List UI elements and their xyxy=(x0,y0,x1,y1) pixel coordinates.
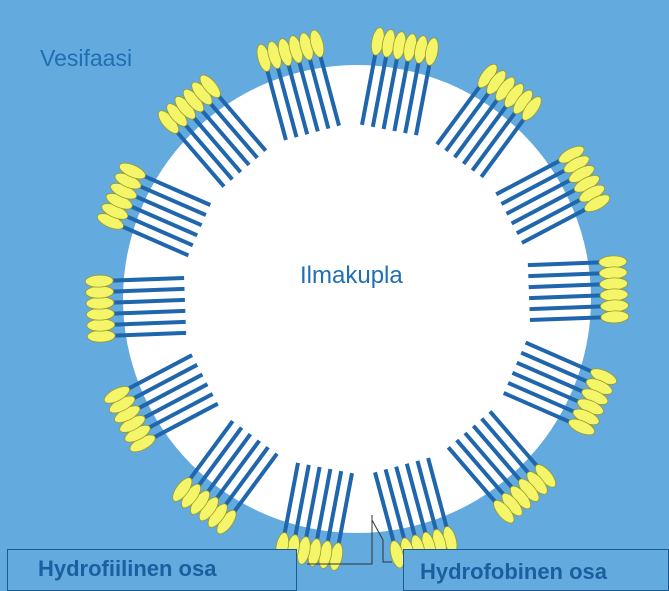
hydrophobic-tail xyxy=(528,262,600,265)
air-bubble-label: Ilmakupla xyxy=(300,262,403,289)
hydrophobic-tail xyxy=(530,306,602,309)
hydrophobic-part-label: Hydrofobinen osa xyxy=(420,559,607,584)
hydrophobic-tail xyxy=(114,322,186,325)
hydrophobic-tail xyxy=(528,273,600,276)
hydrophilic-part-label: Hydrofiilinen osa xyxy=(38,556,216,581)
hydrophobic-tail xyxy=(112,278,184,281)
hydrophobic-tail xyxy=(113,289,185,292)
hydrophobic-tail xyxy=(114,333,186,336)
hydrophobic-tail xyxy=(530,317,602,320)
hydrophobic-tail xyxy=(113,300,185,303)
hydrophilic-part-callout: Hydrofiilinen osa xyxy=(7,549,297,591)
hydrophobic-tail xyxy=(113,311,185,314)
hydrophobic-part-callout: Hydrofobinen osa xyxy=(403,549,669,591)
hydrophobic-tail xyxy=(529,295,601,298)
water-phase-label: Vesifaasi xyxy=(40,45,132,71)
hydrophobic-tail xyxy=(529,284,601,287)
